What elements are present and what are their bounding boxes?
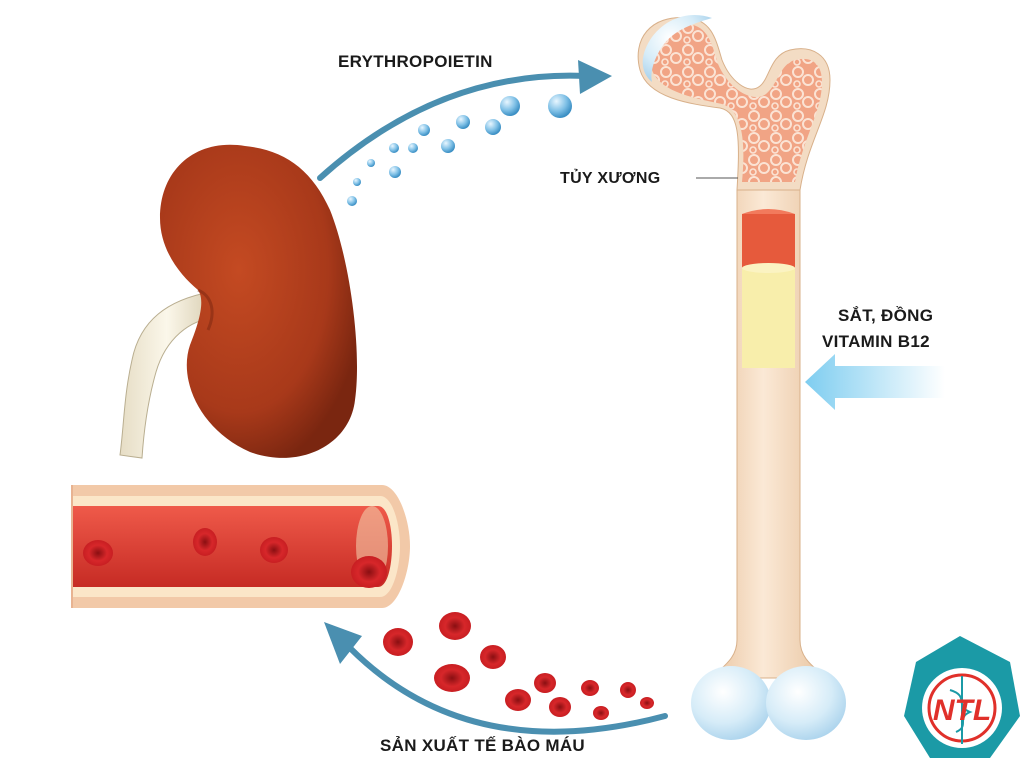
vessel-red-blood-cells [83, 528, 387, 588]
ntl-logo: NTL [904, 636, 1020, 758]
red-blood-cell [505, 689, 531, 711]
blood-vessel [71, 485, 410, 608]
red-blood-cell [439, 612, 471, 640]
blood-production-label: SẢN XUẤT TẾ BÀO MÁU [380, 736, 585, 755]
cartilage-right [766, 666, 846, 740]
femur-bone [637, 14, 846, 740]
red-blood-cell [383, 628, 413, 656]
minerals-label-line1: SẮT, ĐỒNG [838, 306, 934, 325]
cartilage-head [642, 14, 712, 82]
red-blood-cell [260, 537, 288, 563]
bone-marrow-label: TỦY XƯƠNG [560, 170, 661, 187]
red-marrow [742, 214, 795, 268]
minerals-label-line2: VITAMIN B12 [822, 332, 930, 351]
logo-text: NTL [933, 694, 991, 727]
red-blood-cell [581, 680, 599, 696]
floating-red-blood-cells [383, 612, 654, 720]
minerals-arrow [805, 354, 945, 410]
ureter [119, 291, 215, 459]
red-blood-cell [434, 664, 470, 692]
erythropoietin-label: ERYTHROPOIETIN [338, 52, 493, 71]
red-blood-cell [193, 528, 217, 556]
erythropoietin-arrow [317, 60, 612, 181]
red-blood-cell [351, 556, 387, 588]
red-blood-cell [593, 706, 609, 720]
red-blood-cell [534, 673, 556, 693]
erythropoietin-droplets [347, 94, 572, 206]
kidney [119, 144, 358, 459]
red-blood-cell [620, 682, 636, 698]
yellow-marrow [742, 268, 795, 368]
kidney-body [160, 144, 358, 458]
red-blood-cell [549, 697, 571, 717]
cartilage-left [691, 666, 771, 740]
blood-production-arrow [324, 622, 668, 735]
red-blood-cell [83, 540, 113, 566]
red-blood-cell [480, 645, 506, 669]
red-blood-cell [640, 697, 654, 709]
